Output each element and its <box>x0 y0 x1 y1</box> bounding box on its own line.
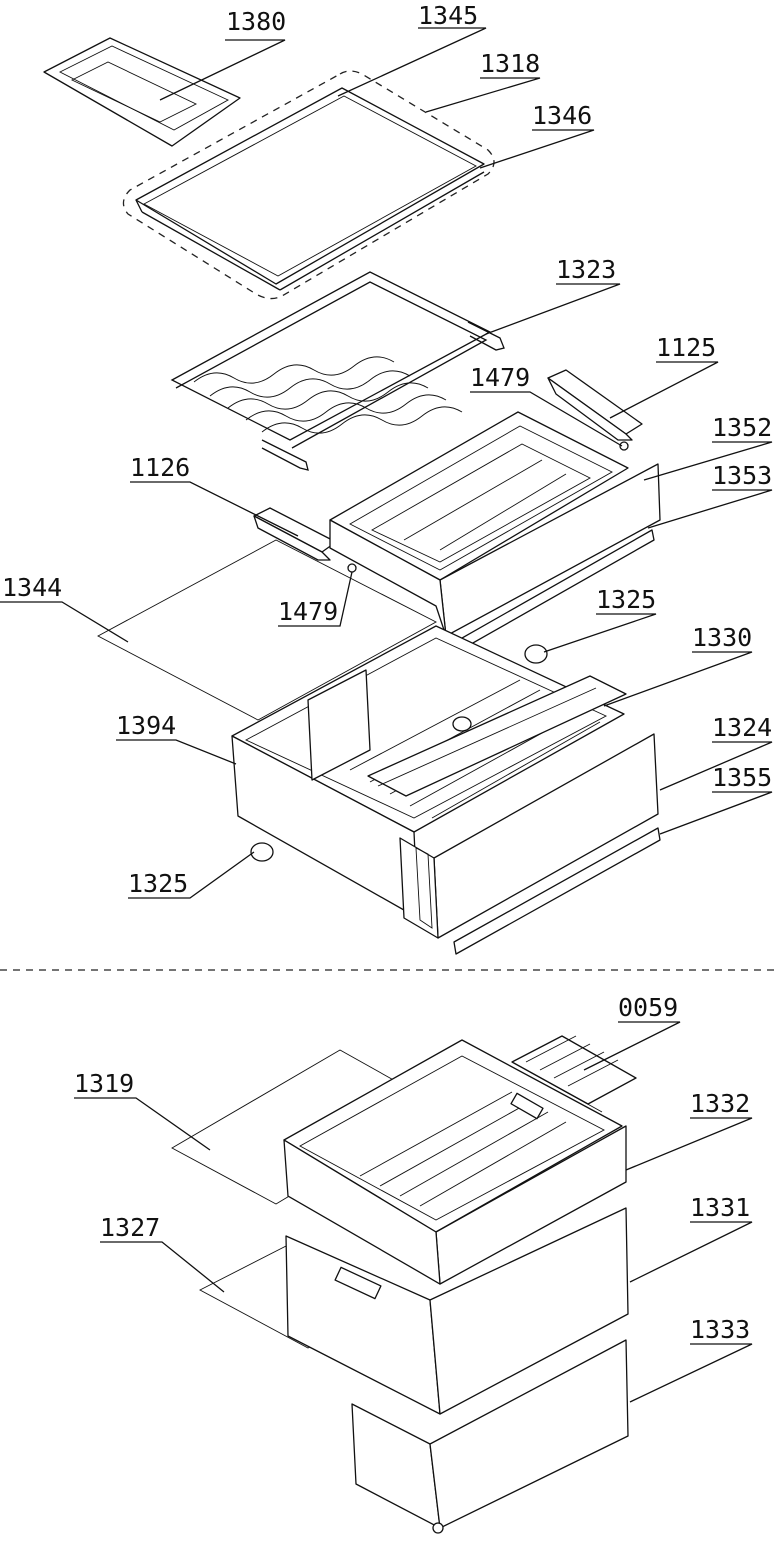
label-1332: 1332 <box>690 1089 750 1118</box>
label-1330: 1330 <box>692 623 752 652</box>
label-1380: 1380 <box>226 7 286 36</box>
part-1346-glass-shelf <box>135 87 485 291</box>
label-1333: 1333 <box>690 1315 750 1344</box>
part-1331-drawer <box>285 1207 629 1415</box>
part-1324-front-panel <box>399 733 659 939</box>
label-1346: 1346 <box>532 101 592 130</box>
label-1479-upper: 1479 <box>470 363 530 392</box>
part-1380-cover <box>43 37 241 147</box>
label-1324: 1324 <box>712 713 772 742</box>
label-0059: 0059 <box>618 993 678 1022</box>
label-1319: 1319 <box>74 1069 134 1098</box>
leader-lines-upper <box>0 27 773 899</box>
label-1327: 1327 <box>100 1213 160 1242</box>
label-1353: 1353 <box>712 461 772 490</box>
label-1345: 1345 <box>418 1 478 30</box>
part-1325-roller-upper <box>524 644 548 664</box>
label-1323: 1323 <box>556 255 616 284</box>
part-1394-drawer-body <box>231 625 625 919</box>
label-1331: 1331 <box>690 1193 750 1222</box>
part-1325-roller-lower <box>250 842 274 862</box>
part-1355-trim <box>453 827 661 955</box>
label-1325-upper: 1325 <box>596 585 656 614</box>
part-1344-glass-panel <box>97 539 437 721</box>
part-1352-drawer <box>329 411 661 637</box>
part-1330-rail <box>367 675 627 797</box>
part-1332-drawer <box>283 1039 627 1285</box>
label-1318: 1318 <box>480 49 540 78</box>
part-1125-bracket <box>547 369 643 441</box>
label-1344: 1344 <box>2 573 62 602</box>
label-1479-lower: 1479 <box>278 597 338 626</box>
label-1125: 1125 <box>656 333 716 362</box>
part-1318-outline <box>122 70 495 300</box>
part-labels: 1380 1345 1318 1346 1323 1125 1479 1352 … <box>2 1 772 1344</box>
label-1394: 1394 <box>116 711 176 740</box>
part-1333-drawer <box>351 1339 629 1534</box>
label-1352: 1352 <box>712 413 772 442</box>
label-1325-lower: 1325 <box>128 869 188 898</box>
label-1126: 1126 <box>130 453 190 482</box>
part-0059-ice-tray <box>511 1035 637 1113</box>
leader-lines-lower <box>74 1021 753 1403</box>
part-1323-wine-rack <box>170 271 505 471</box>
label-1355: 1355 <box>712 763 772 792</box>
